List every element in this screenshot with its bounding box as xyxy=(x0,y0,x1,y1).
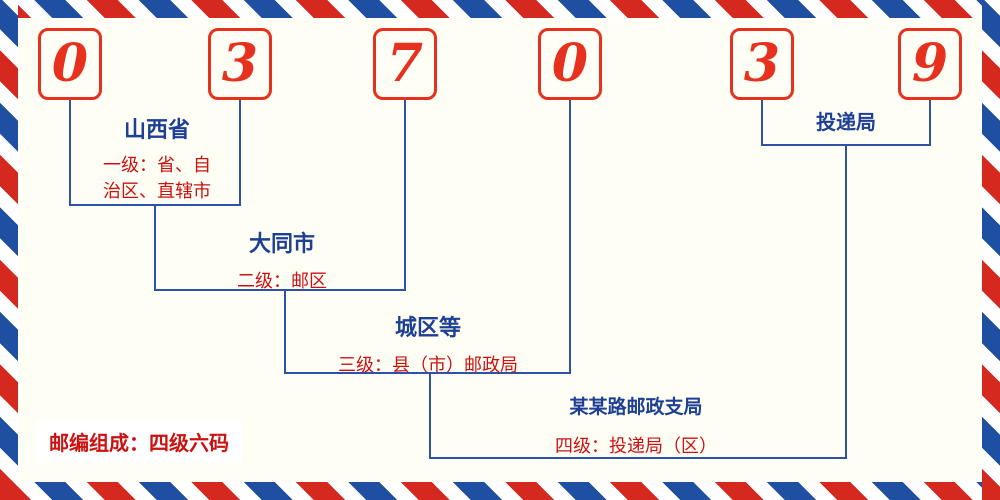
digit-box-1: 0 xyxy=(38,28,102,100)
province-desc-line1: 一级：省、自 xyxy=(103,155,211,176)
digit-5: 3 xyxy=(743,33,781,94)
digit-2: 3 xyxy=(221,33,259,94)
digit-1: 0 xyxy=(51,33,89,94)
delivery-office-name: 投递局 xyxy=(816,110,876,134)
airmail-border-right xyxy=(982,0,1000,500)
branch-desc: 四级：投递局（区） xyxy=(555,436,717,457)
label-level1-province: 山西省 一级：省、自 治区、直辖市 xyxy=(103,112,211,205)
digit-box-6: 9 xyxy=(898,28,962,100)
city-desc: 二级：邮区 xyxy=(237,271,327,292)
composition-note: 邮编组成：四级六码 xyxy=(36,420,242,463)
district-name: 城区等 xyxy=(394,316,461,341)
district-desc: 三级：县（市）邮政局 xyxy=(338,355,518,376)
label-delivery-office: 投递局 xyxy=(816,106,876,135)
branch-name: 某某路邮政支局 xyxy=(569,396,703,418)
label-level2-city: 大同市 二级：邮区 xyxy=(237,226,327,293)
digit-box-5: 3 xyxy=(730,28,794,100)
digit-3: 7 xyxy=(386,33,424,94)
digit-4: 0 xyxy=(551,33,589,94)
connector-level3 xyxy=(284,100,571,374)
connector-delivery xyxy=(761,100,931,146)
airmail-border-top xyxy=(0,0,1000,18)
digit-6: 9 xyxy=(911,33,949,94)
city-name: 大同市 xyxy=(248,232,315,257)
province-desc: 一级：省、自 治区、直辖市 xyxy=(103,153,211,205)
digit-box-4: 0 xyxy=(538,28,602,100)
province-desc-line2: 治区、直辖市 xyxy=(103,181,211,202)
label-level3-district: 城区等 三级：县（市）邮政局 xyxy=(338,310,518,377)
connector-level4 xyxy=(429,145,847,459)
province-name: 山西省 xyxy=(123,118,190,143)
digit-box-2: 3 xyxy=(208,28,272,100)
airmail-border-bottom xyxy=(0,482,1000,500)
airmail-border-left xyxy=(0,0,18,500)
digit-box-3: 7 xyxy=(373,28,437,100)
label-level4-branch: 某某路邮政支局 四级：投递局（区） xyxy=(555,392,717,458)
connector-level2 xyxy=(154,100,406,291)
